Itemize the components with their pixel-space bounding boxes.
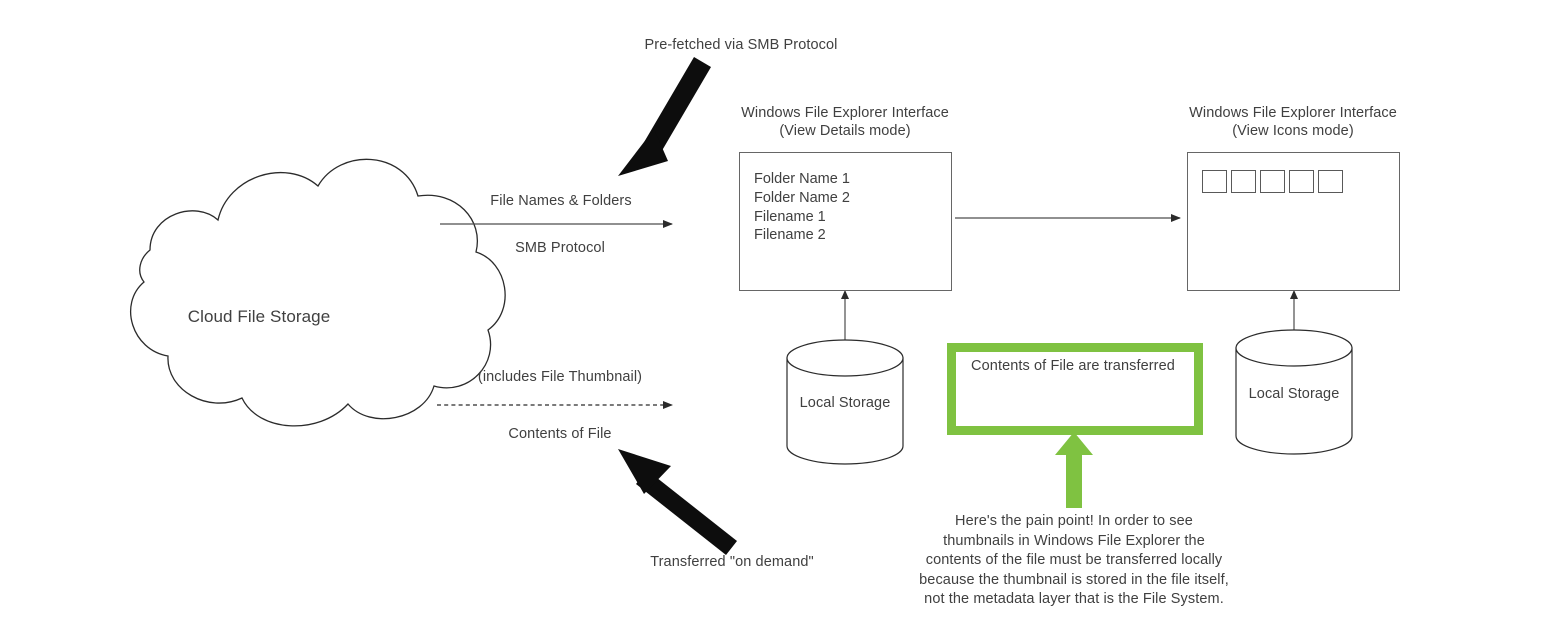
flow-top-below-label: SMB Protocol <box>515 240 605 256</box>
ondemand-annotation-label: Transferred "on demand" <box>650 554 814 570</box>
flow-bottom-below-label: Contents of File <box>508 426 612 442</box>
pain-point-text: Here's the pain point! In order to see t… <box>919 513 1229 607</box>
list-item[interactable]: Filename 2 <box>754 227 826 244</box>
explorer-details-title-line1: Windows File Explorer Interface <box>741 105 949 121</box>
thumbnail-icon[interactable] <box>1318 170 1343 193</box>
list-item[interactable]: Folder Name 2 <box>754 189 850 206</box>
list-item[interactable]: Folder Name 1 <box>754 171 850 187</box>
local-storage-left-label: Local Storage <box>799 395 891 411</box>
list-item[interactable]: Filename 1 <box>754 208 826 225</box>
explorer-details-file-list: Folder Name 1 Folder Name 2 Filename 1 F… <box>754 170 850 245</box>
highlight-callout-box <box>947 343 1203 435</box>
flow-top-above-label: File Names & Folders <box>490 193 632 209</box>
explorer-icons-title-line1: Windows File Explorer Interface <box>1189 105 1397 121</box>
explorer-icons-window[interactable] <box>1187 152 1400 291</box>
callout-arrow-ondemand <box>618 449 737 555</box>
callout-arrow-prefetch <box>618 57 711 176</box>
thumbnail-icon[interactable] <box>1231 170 1256 193</box>
thumbnail-icon[interactable] <box>1289 170 1314 193</box>
cloud-label: Cloud File Storage <box>187 307 331 326</box>
explorer-icons-thumbnail-row <box>1202 170 1343 193</box>
local-storage-right-shape <box>1235 329 1353 455</box>
highlight-label: Contents of File are transferred <box>971 358 1175 374</box>
local-storage-right-label: Local Storage <box>1248 386 1340 402</box>
thumbnail-icon[interactable] <box>1260 170 1285 193</box>
explorer-details-title-line2: (View Details mode) <box>779 123 911 139</box>
pain-point-green-arrow <box>1055 432 1093 508</box>
prefetch-annotation-label: Pre-fetched via SMB Protocol <box>644 37 838 53</box>
cloud-file-storage-shape <box>129 158 506 427</box>
local-storage-left-shape <box>786 339 904 465</box>
flow-bottom-above-label: (includes File Thumbnail) <box>477 369 643 385</box>
thumbnail-icon[interactable] <box>1202 170 1227 193</box>
explorer-details-window[interactable]: Folder Name 1 Folder Name 2 Filename 1 F… <box>739 152 952 291</box>
explorer-icons-title-line2: (View Icons mode) <box>1232 123 1354 139</box>
